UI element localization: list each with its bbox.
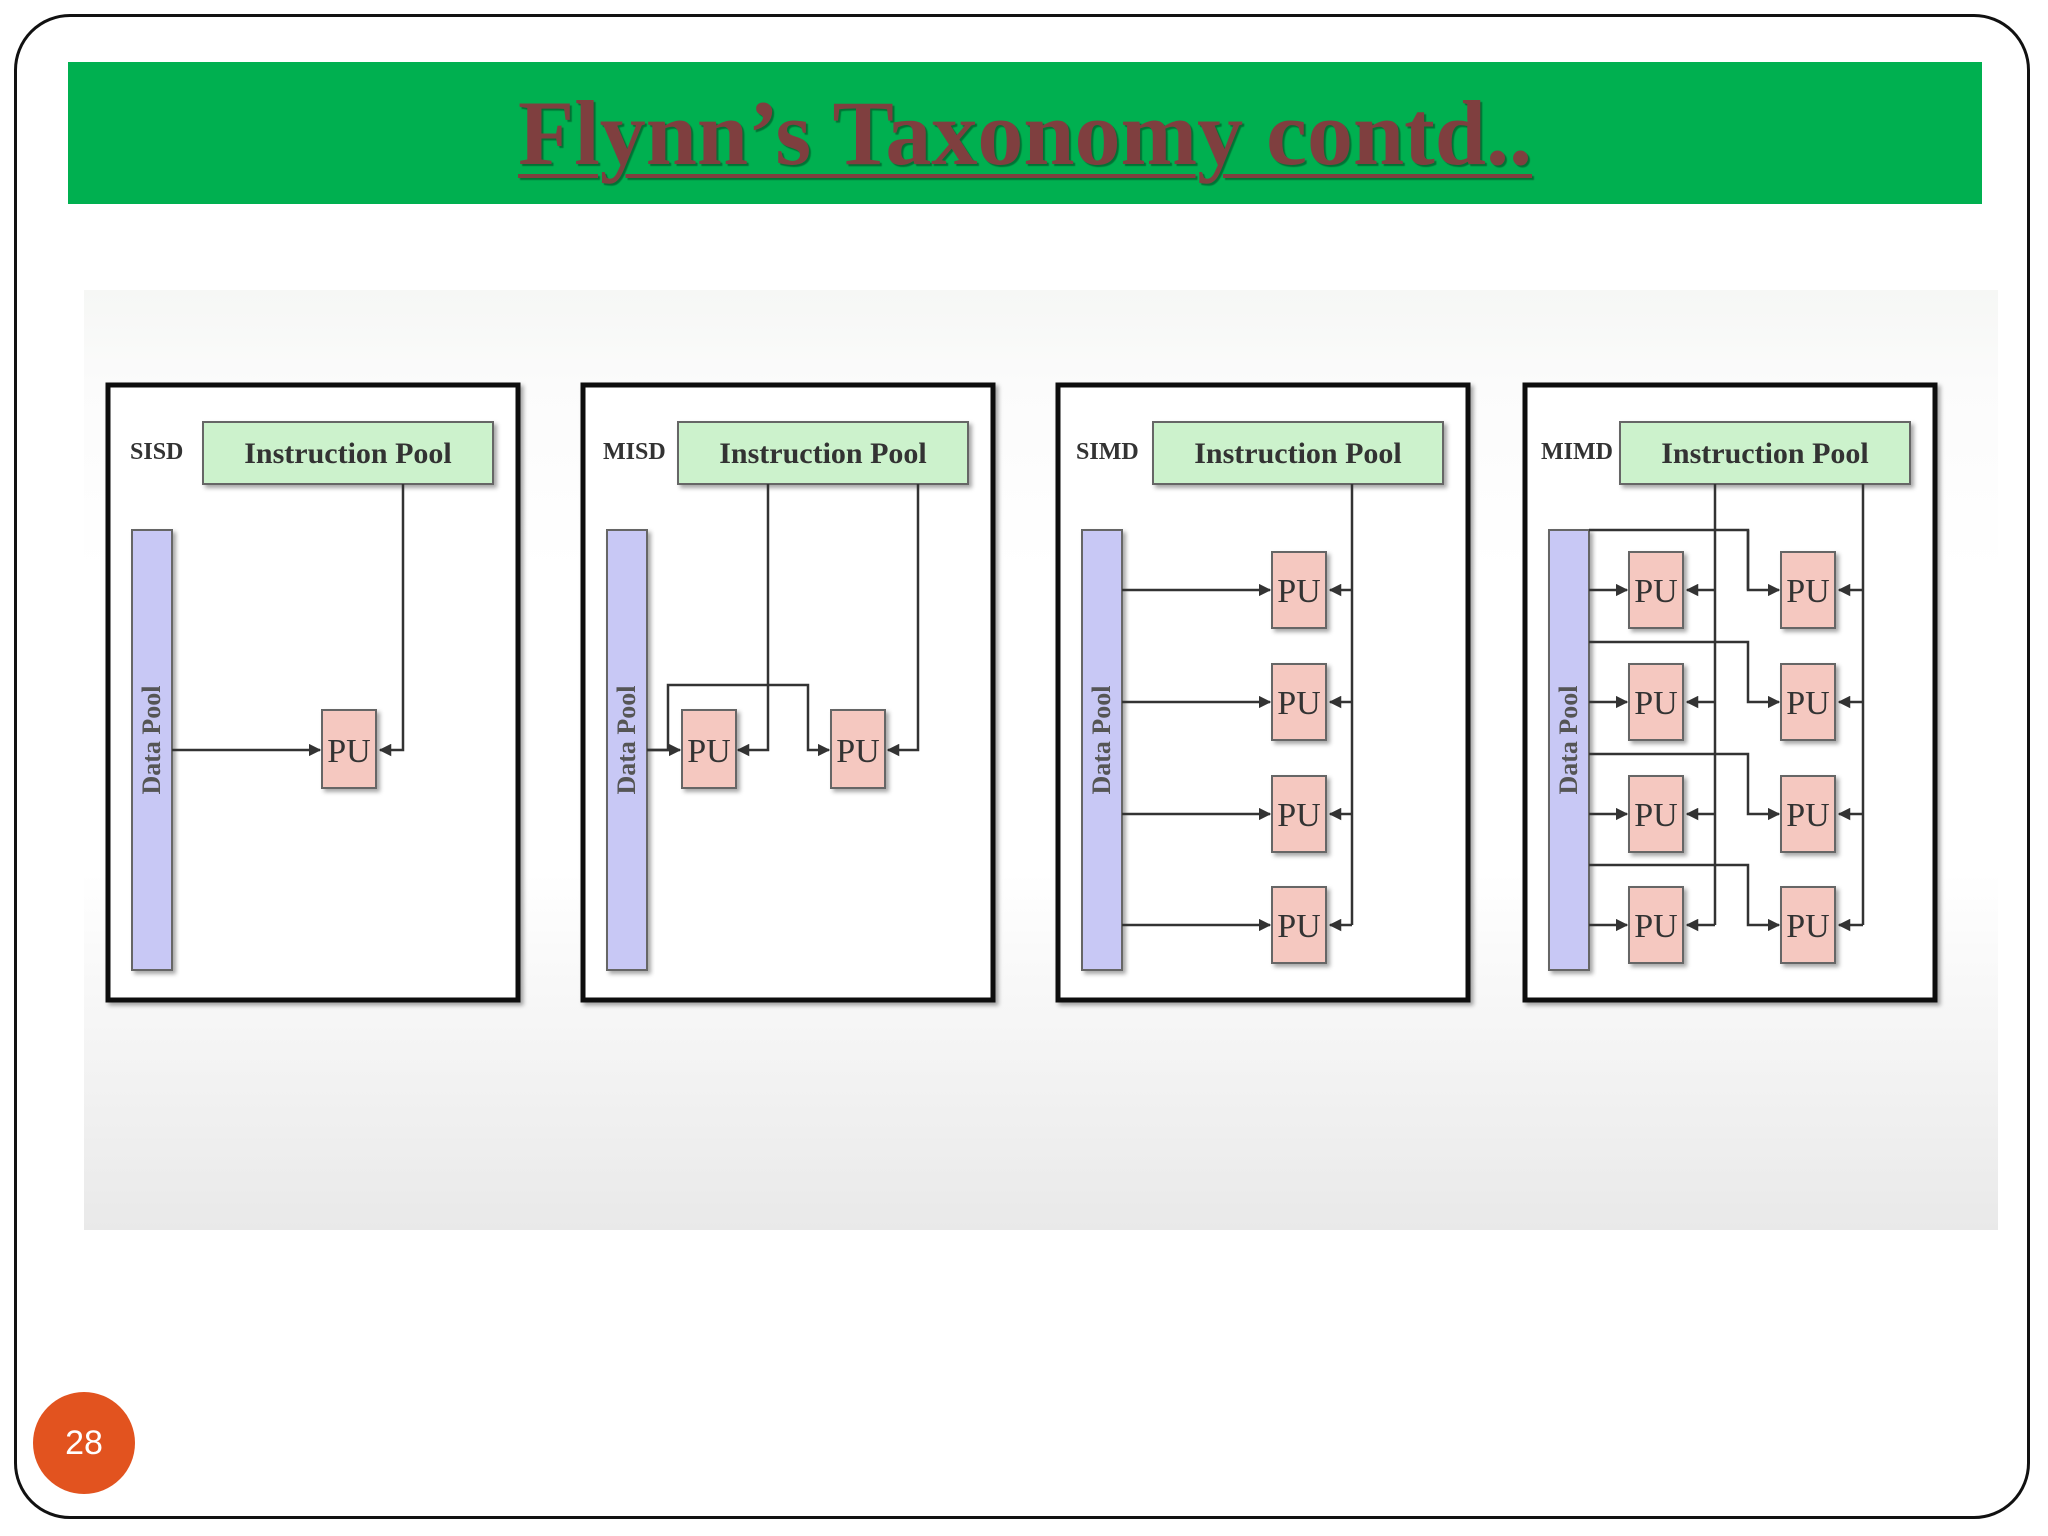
data-pool-label: Data Pool xyxy=(137,685,166,794)
processing-unit-label: PU xyxy=(1277,797,1320,834)
processing-unit-label: PU xyxy=(1634,573,1677,610)
processing-unit xyxy=(1271,663,1327,741)
diagram-border xyxy=(580,382,996,1003)
sisd-diagram: SISD Instruction Pool Data Pool PU xyxy=(105,382,521,1003)
instruction-pool-box xyxy=(1619,421,1911,485)
instruction-pool-label: Instruction Pool xyxy=(1661,437,1869,470)
processing-unit xyxy=(321,709,377,789)
title-bar: Flynn’s Taxonomy contd.. xyxy=(68,62,1982,204)
pu-row: PU xyxy=(1122,663,1352,741)
instruction-path xyxy=(886,484,920,757)
instruction-pool-box xyxy=(202,421,494,485)
processing-unit-label: PU xyxy=(1634,685,1677,722)
processing-unit-label: PU xyxy=(836,733,879,770)
processing-unit-label: PU xyxy=(1277,573,1320,610)
diagram-border xyxy=(1522,382,1938,1003)
instruction-pool-label: Instruction Pool xyxy=(1194,437,1402,470)
pu-row: PU xyxy=(1122,886,1352,964)
processing-unit xyxy=(1628,886,1684,964)
diagram-border xyxy=(1055,382,1471,1003)
processing-unit-label: PU xyxy=(687,733,730,770)
processing-unit-label: PU xyxy=(327,733,370,770)
instruction-pool-box xyxy=(677,421,969,485)
data-path xyxy=(1589,863,1781,932)
diagram-tag: SIMD xyxy=(1076,439,1139,465)
processing-unit xyxy=(1628,663,1684,741)
processing-unit xyxy=(830,709,886,789)
misd-diagram: MISD Instruction Pool Data Pool PU PU xyxy=(580,382,996,1003)
data-pool-box xyxy=(606,529,648,971)
pu-row: PU PU xyxy=(1589,528,1863,629)
instruction-path xyxy=(736,484,770,757)
processing-unit xyxy=(1780,775,1836,853)
processing-unit xyxy=(1780,663,1836,741)
data-path xyxy=(1589,528,1781,597)
processing-unit-label: PU xyxy=(1277,908,1320,945)
data-pool-label: Data Pool xyxy=(1087,685,1116,794)
instruction-pool-box xyxy=(1152,421,1444,485)
mimd-diagram: MIMD Instruction Pool Data Pool PU PU xyxy=(1522,382,1938,1003)
processing-unit-label: PU xyxy=(1786,797,1829,834)
pu-row: PU xyxy=(1122,551,1352,629)
instruction-path xyxy=(378,484,405,757)
slide-title: Flynn’s Taxonomy contd.. xyxy=(518,82,1532,184)
processing-unit xyxy=(1628,775,1684,853)
data-pool-box xyxy=(1081,529,1123,971)
diagram-tag: MIMD xyxy=(1541,439,1613,465)
data-pool-label: Data Pool xyxy=(1554,685,1583,794)
taxonomy-diagrams: SISD Instruction Pool Data Pool PU MISD … xyxy=(105,382,1938,1003)
data-path xyxy=(1589,752,1781,821)
processing-unit-label: PU xyxy=(1634,908,1677,945)
taxonomy-figure: SISD Instruction Pool Data Pool PU MISD … xyxy=(84,290,1998,1230)
processing-unit-label: PU xyxy=(1786,573,1829,610)
pu-row: PU PU xyxy=(1589,640,1863,741)
processing-unit-label: PU xyxy=(1786,685,1829,722)
pu-row: PU PU xyxy=(1589,752,1863,853)
processing-unit xyxy=(1628,551,1684,629)
processing-unit xyxy=(1271,551,1327,629)
pu-row: PU xyxy=(1122,775,1352,853)
processing-unit xyxy=(1780,551,1836,629)
pu-row: PU PU xyxy=(1589,863,1863,964)
instruction-pool-label: Instruction Pool xyxy=(244,437,452,470)
processing-unit xyxy=(1271,886,1327,964)
data-path xyxy=(1589,640,1781,709)
processing-unit xyxy=(1271,775,1327,853)
simd-diagram: SIMD Instruction Pool Data Pool PU PU xyxy=(1055,382,1471,1003)
data-pool-label: Data Pool xyxy=(612,685,641,794)
instruction-pool-label: Instruction Pool xyxy=(719,437,927,470)
diagram-tag: MISD xyxy=(603,439,666,465)
diagram-border xyxy=(105,382,521,1003)
processing-unit-label: PU xyxy=(1634,797,1677,834)
processing-unit-label: PU xyxy=(1786,908,1829,945)
processing-unit xyxy=(681,709,737,789)
page-number-badge: 28 xyxy=(33,1392,135,1494)
processing-unit xyxy=(1780,886,1836,964)
data-pool-box xyxy=(1548,529,1590,971)
processing-unit-label: PU xyxy=(1277,685,1320,722)
diagram-tag: SISD xyxy=(130,439,183,465)
